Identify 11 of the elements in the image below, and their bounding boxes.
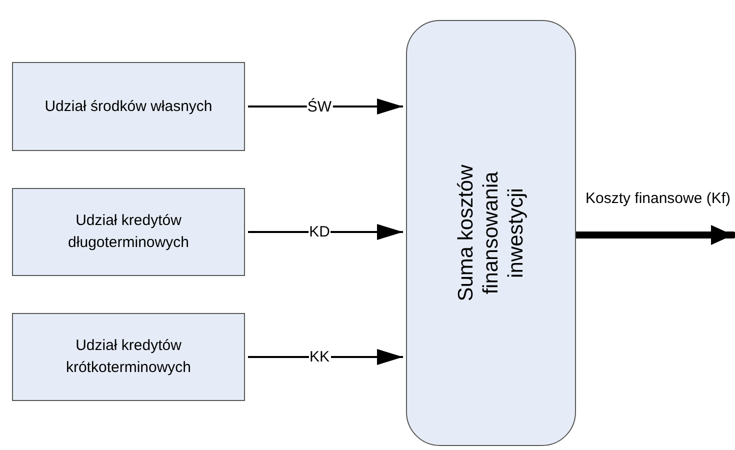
process-box xyxy=(12,62,245,151)
node-label: Suma kosztów finansowania inwestycji xyxy=(454,164,528,304)
arrow xyxy=(248,224,403,240)
node-label: Udział środków własnych xyxy=(44,96,214,116)
node-label: Udział kredytów długoterminowych xyxy=(67,211,190,253)
rounded-process-box xyxy=(406,20,576,446)
process-box xyxy=(12,313,245,401)
node-label: Udział kredytów krótkoterminowych xyxy=(64,336,192,378)
arrow xyxy=(248,349,403,365)
process-box xyxy=(12,188,245,276)
edge-label: ŚW xyxy=(306,98,333,115)
